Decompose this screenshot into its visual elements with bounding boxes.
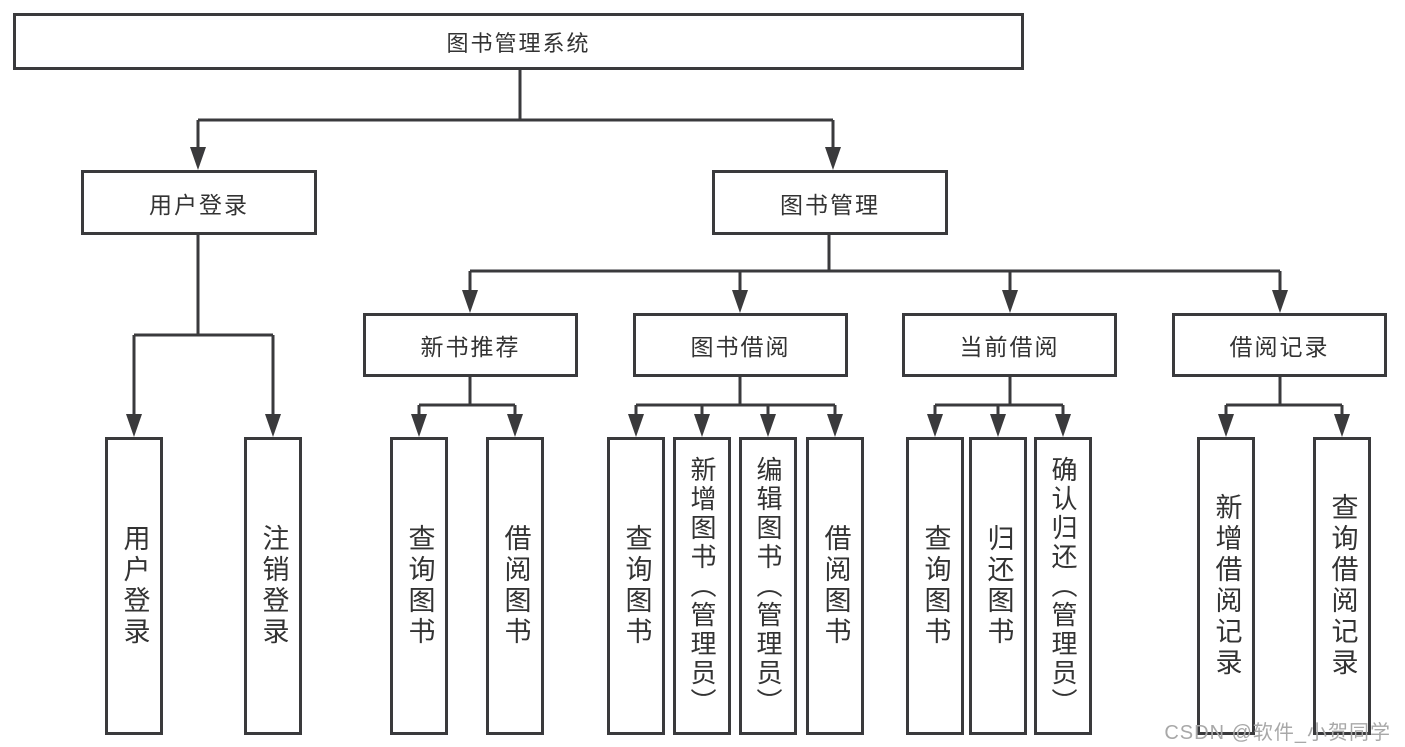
connector-current-borrowing-to-leaves: [927, 377, 1071, 437]
connector-book-borrowing-to-leaves: [628, 377, 843, 437]
connector-root-to-level2: [190, 70, 841, 170]
node-book-borrowing: 图书借阅: [633, 313, 848, 377]
arrowhead-icon: [1272, 290, 1288, 313]
arrowhead-icon: [507, 414, 523, 437]
node-borrowing-records: 借阅记录: [1172, 313, 1387, 377]
arrowhead-icon: [827, 414, 843, 437]
node-current-borrowing: 当前借阅: [902, 313, 1117, 377]
leaf-query-books-current: 查询图书: [906, 437, 964, 735]
csdn-watermark: CSDN @软件_小贺同学: [1164, 722, 1391, 744]
leaf-label: 查询借阅记录: [1327, 493, 1358, 679]
arrowhead-icon: [760, 414, 776, 437]
leaf-query-books-recommend: 查询图书: [390, 437, 448, 735]
arrowhead-icon: [1334, 414, 1350, 437]
leaf-label: 查询图书: [621, 524, 652, 648]
arrowhead-icon: [1218, 414, 1234, 437]
leaf-return-books: 归还图书: [969, 437, 1027, 735]
node-label: 用户登录: [149, 191, 249, 218]
leaf-label: 新增图书（管理员）: [687, 455, 717, 717]
leaf-label: 编辑图书（管理员）: [753, 455, 783, 717]
arrowhead-icon: [1002, 290, 1018, 313]
leaf-label: 新增借阅记录: [1211, 493, 1242, 679]
leaf-query-borrow-record: 查询借阅记录: [1313, 437, 1371, 735]
arrowhead-icon: [190, 147, 206, 170]
arrowhead-icon: [265, 414, 281, 437]
node-user-login: 用户登录: [81, 170, 317, 235]
node-label: 借阅记录: [1229, 334, 1330, 360]
arrowhead-icon: [462, 290, 478, 313]
leaf-query-books-borrowing: 查询图书: [607, 437, 665, 735]
node-book-management: 图书管理: [712, 170, 948, 235]
leaf-label: 用户登录: [119, 524, 150, 648]
node-label: 图书管理: [780, 191, 880, 218]
node-new-book-recommendation: 新书推荐: [363, 313, 578, 377]
connector-new-book-to-leaves: [411, 377, 523, 437]
leaf-label: 借阅图书: [820, 524, 851, 648]
leaf-add-borrow-record: 新增借阅记录: [1197, 437, 1255, 735]
arrowhead-icon: [411, 414, 427, 437]
leaf-label: 注销登录: [258, 524, 289, 648]
connector-borrowing-records-to-leaves: [1218, 377, 1350, 437]
leaf-user-login: 用户登录: [105, 437, 163, 735]
arrowhead-icon: [732, 290, 748, 313]
leaf-label: 查询图书: [920, 524, 951, 648]
leaf-label: 归还图书: [983, 524, 1014, 648]
node-label: 当前借阅: [959, 334, 1060, 360]
leaf-label: 借阅图书: [500, 524, 531, 648]
leaf-edit-books-admin: 编辑图书（管理员）: [739, 437, 797, 735]
arrowhead-icon: [825, 147, 841, 170]
leaf-borrow-books-borrowing: 借阅图书: [806, 437, 864, 735]
leaf-label: 查询图书: [404, 524, 435, 648]
node-label: 图书借阅: [690, 334, 791, 360]
arrowhead-icon: [1055, 414, 1071, 437]
arrowhead-icon: [694, 414, 710, 437]
arrowhead-icon: [927, 414, 943, 437]
leaf-confirm-return-admin: 确认归还（管理员）: [1034, 437, 1092, 735]
leaf-borrow-books-recommend: 借阅图书: [486, 437, 544, 735]
node-library-management-system: 图书管理系统: [13, 13, 1024, 70]
node-label: 图书管理系统: [446, 30, 591, 56]
leaf-label: 确认归还（管理员）: [1048, 455, 1078, 717]
arrowhead-icon: [990, 414, 1006, 437]
arrowhead-icon: [126, 414, 142, 437]
arrowhead-icon: [628, 414, 644, 437]
connector-user-login-to-leaves: [126, 235, 281, 437]
connector-book-management-to-level3: [462, 235, 1288, 313]
leaf-logout: 注销登录: [244, 437, 302, 735]
leaf-add-books-admin: 新增图书（管理员）: [673, 437, 731, 735]
node-label: 新书推荐: [420, 334, 521, 360]
